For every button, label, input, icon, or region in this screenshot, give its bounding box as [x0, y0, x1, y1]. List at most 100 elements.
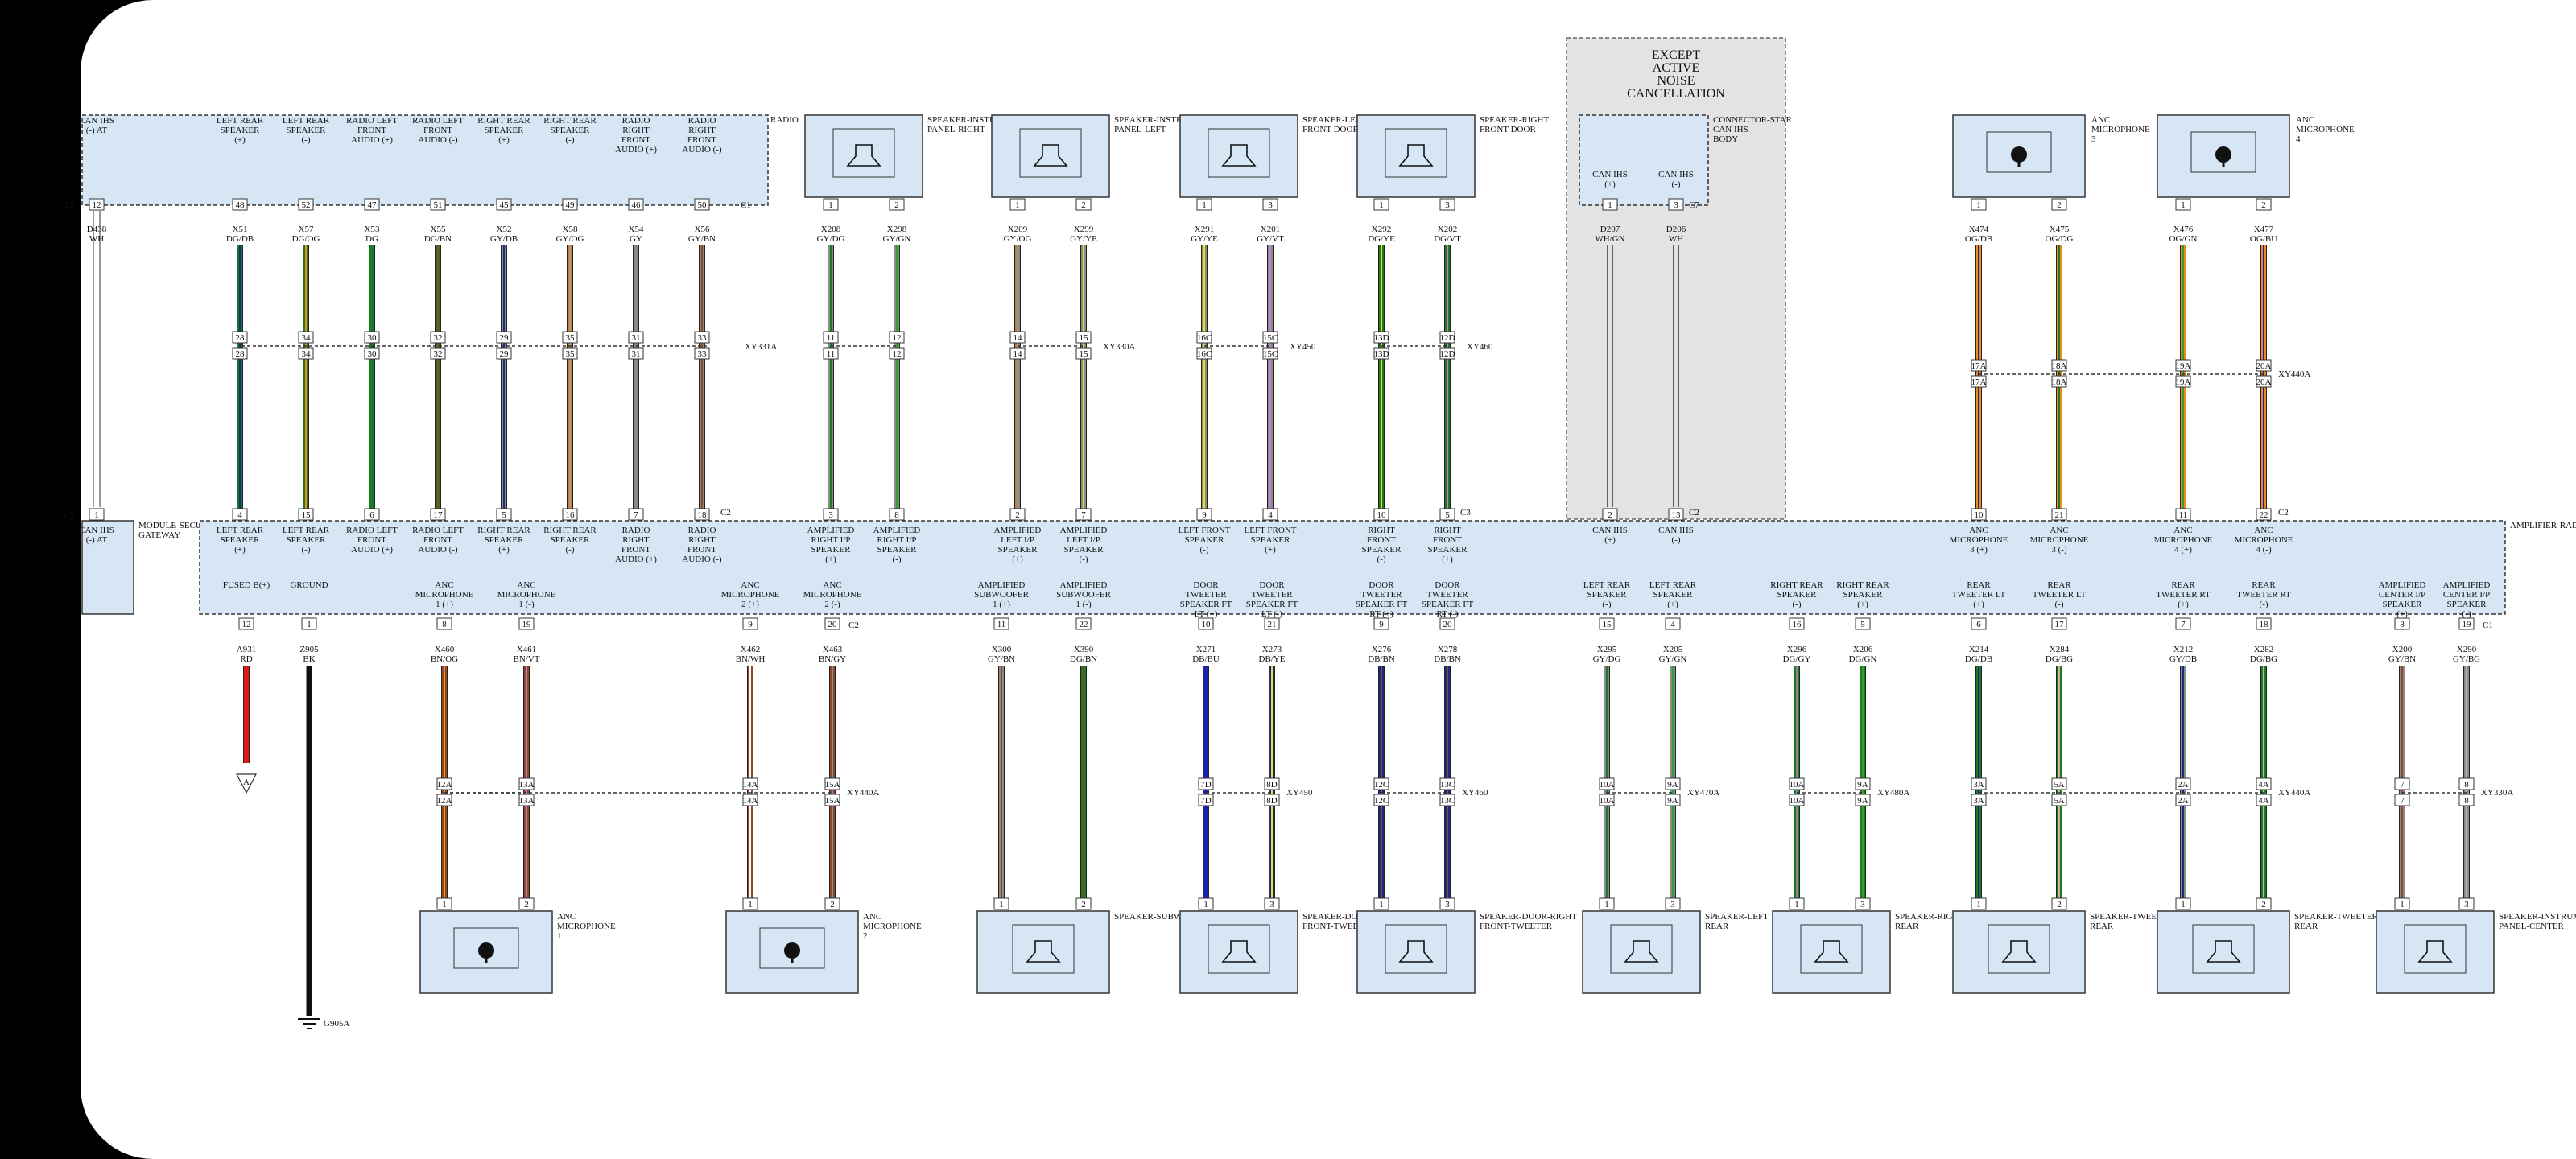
bottom-device-pin-label: 1 — [1379, 900, 1384, 909]
amp-bottom-name: SPEAKER FT — [1422, 600, 1474, 609]
bottom-inline-box — [824, 794, 840, 806]
amp-bottom-name: LT (-) — [1261, 609, 1282, 619]
amp-pin-name: RIGHT — [622, 535, 650, 545]
top-inline-box — [889, 331, 905, 344]
bottom-inline-box — [1373, 794, 1389, 806]
bottom-device-pin-box — [742, 897, 758, 910]
bottom-inline-label: 7 — [2400, 780, 2405, 790]
inline-pin-box — [496, 347, 512, 360]
bottom-inline-label: 13A — [519, 796, 535, 806]
amp-bottom-name: SPEAKER — [1653, 590, 1694, 600]
top-amp-name: SPEAKER — [1185, 535, 1225, 545]
amp-pin-name: SPEAKER — [551, 535, 591, 545]
amp-pin-name: AUDIO (-) — [682, 555, 722, 564]
bottom-inline-box — [742, 777, 758, 790]
bottom-inline-label: 4A — [2258, 780, 2269, 790]
radio-pin-name: SPEAKER — [485, 126, 525, 135]
amp-bottom-wire-id: X460 — [435, 645, 455, 654]
top-amp-pin-label: 3 — [828, 510, 833, 520]
bottom-inline-box — [1855, 794, 1871, 806]
amp-bottom-pin-label: 20 — [1443, 620, 1453, 629]
radio-pin-name: LEFT REAR — [283, 116, 330, 126]
bottom-speaker-box — [2157, 910, 2290, 994]
amp-bottom-name: MICROPHONE — [803, 590, 862, 600]
top-inline-box — [889, 347, 905, 360]
amp-pin-label: 18 — [698, 510, 708, 520]
star-conn: C7 — [1689, 200, 1699, 210]
bottom-speaker-cone-icon — [2206, 940, 2241, 963]
bottom-inline-label: XY440A — [2278, 788, 2310, 798]
top-amp-pin-label: 9 — [1202, 510, 1207, 520]
top-mic-label: ANC — [2091, 115, 2110, 125]
amp-bottom-name: 1 (-) — [518, 600, 535, 609]
bottom-speaker-inner — [2192, 924, 2255, 974]
mic-amp-conn: C2 — [2278, 508, 2289, 518]
amp-bottom-wire-color: GY/DG — [1593, 654, 1621, 664]
top-inline-box — [1009, 347, 1026, 360]
mic-wire-color: OG/DG — [2046, 234, 2074, 244]
top-amp-name: (-) — [1080, 555, 1088, 564]
bottom-device-pin-label: 2 — [524, 900, 529, 909]
bottom-speaker-box — [976, 910, 1110, 994]
top-speaker-cone-icon — [1398, 144, 1434, 167]
amp-bottom-name: MICROPHONE — [497, 590, 556, 600]
amp-bottom-name: CENTER I/P — [2443, 590, 2490, 600]
amp-bottom-name: 1 (+) — [436, 600, 453, 609]
amp-bottom-pin-box — [2175, 617, 2191, 630]
mic-pin-label: 1 — [1976, 200, 1981, 210]
amp-bottom-pin-box — [301, 617, 317, 630]
mic-inline-box — [2175, 375, 2191, 388]
top-pin-box — [1075, 198, 1092, 211]
amp-bottom-wire-id: X206 — [1853, 645, 1873, 654]
radio-pin-name: AUDIO (+) — [351, 135, 393, 145]
radio-pin-name: SPEAKER — [287, 126, 327, 135]
bottom-device-pin-label: 1 — [999, 900, 1004, 909]
top-mic-label: MICROPHONE — [2296, 125, 2355, 134]
amp-bottom-pin-box — [1075, 617, 1092, 630]
amp-pin-box — [496, 508, 512, 521]
inline-pin-label: 35 — [566, 333, 576, 343]
inline-pin-box — [364, 347, 380, 360]
mic-wire-id: X477 — [2254, 225, 2274, 234]
mic-amp-name: 3 (+) — [1970, 545, 1988, 555]
amp-bottom-wire-id: Z905 — [299, 645, 319, 654]
top-speaker-cone-icon — [1033, 144, 1068, 167]
top-amp-name: (+) — [1265, 545, 1276, 555]
top-wire-id: X291 — [1195, 225, 1214, 234]
bottom-device-pin-box — [1971, 897, 1987, 910]
top-wire-id: X202 — [1438, 225, 1457, 234]
amp-bottom-name: SUBWOOFER — [974, 590, 1030, 600]
amp-bottom-wire-color: GY/BN — [2388, 654, 2416, 664]
amp-bottom-name: TWEETER RT — [2156, 590, 2211, 600]
amp-bottom-name: REAR — [1967, 580, 1991, 590]
amp-bottom-wire-color: DB/BN — [1434, 654, 1461, 664]
amp-pin-label: 7 — [634, 510, 638, 520]
star-amp-name: CAN IHS — [1658, 526, 1694, 535]
radio-pin-box — [364, 198, 380, 211]
amp-bottom-name: (+) — [1973, 600, 1984, 609]
amp-pin-box — [364, 508, 380, 521]
amp-bottom-wire-id: X205 — [1663, 645, 1683, 654]
amp-bottom-pin-box — [742, 617, 758, 630]
star-amp-conn: C2 — [1689, 508, 1699, 518]
amp-bottom-name: RT (+) — [1369, 609, 1393, 619]
amp-bottom-name: LT (+) — [1195, 609, 1218, 619]
amp-pin-name: RIGHT REAR — [543, 526, 597, 535]
top-amp-name: AMPLIFIED — [994, 526, 1042, 535]
mic-pin-box — [2256, 198, 2272, 211]
top-wire-id: X298 — [887, 225, 907, 234]
amp-bottom-pin-box — [1855, 617, 1871, 630]
top-pin-box — [1439, 198, 1455, 211]
radio-pin-name: (-) — [302, 135, 311, 145]
top-speaker-box — [1356, 114, 1476, 198]
amp-bottom-wire-color: BN/OG — [431, 654, 458, 664]
top-mic-mic-icon — [2215, 146, 2231, 163]
bottom-inline-label: 12A — [437, 780, 452, 790]
bottom-device-pin-label: 3 — [1670, 900, 1675, 909]
bottom-inline-box — [1439, 777, 1455, 790]
amp-bottom-name: (-) — [2462, 609, 2471, 619]
bottom-device-pin-box — [518, 897, 535, 910]
top-inline-label: XY450 — [1290, 342, 1316, 352]
star-amp-pin-box — [1668, 508, 1684, 521]
amp-bottom-name: SPEAKER FT — [1356, 600, 1408, 609]
